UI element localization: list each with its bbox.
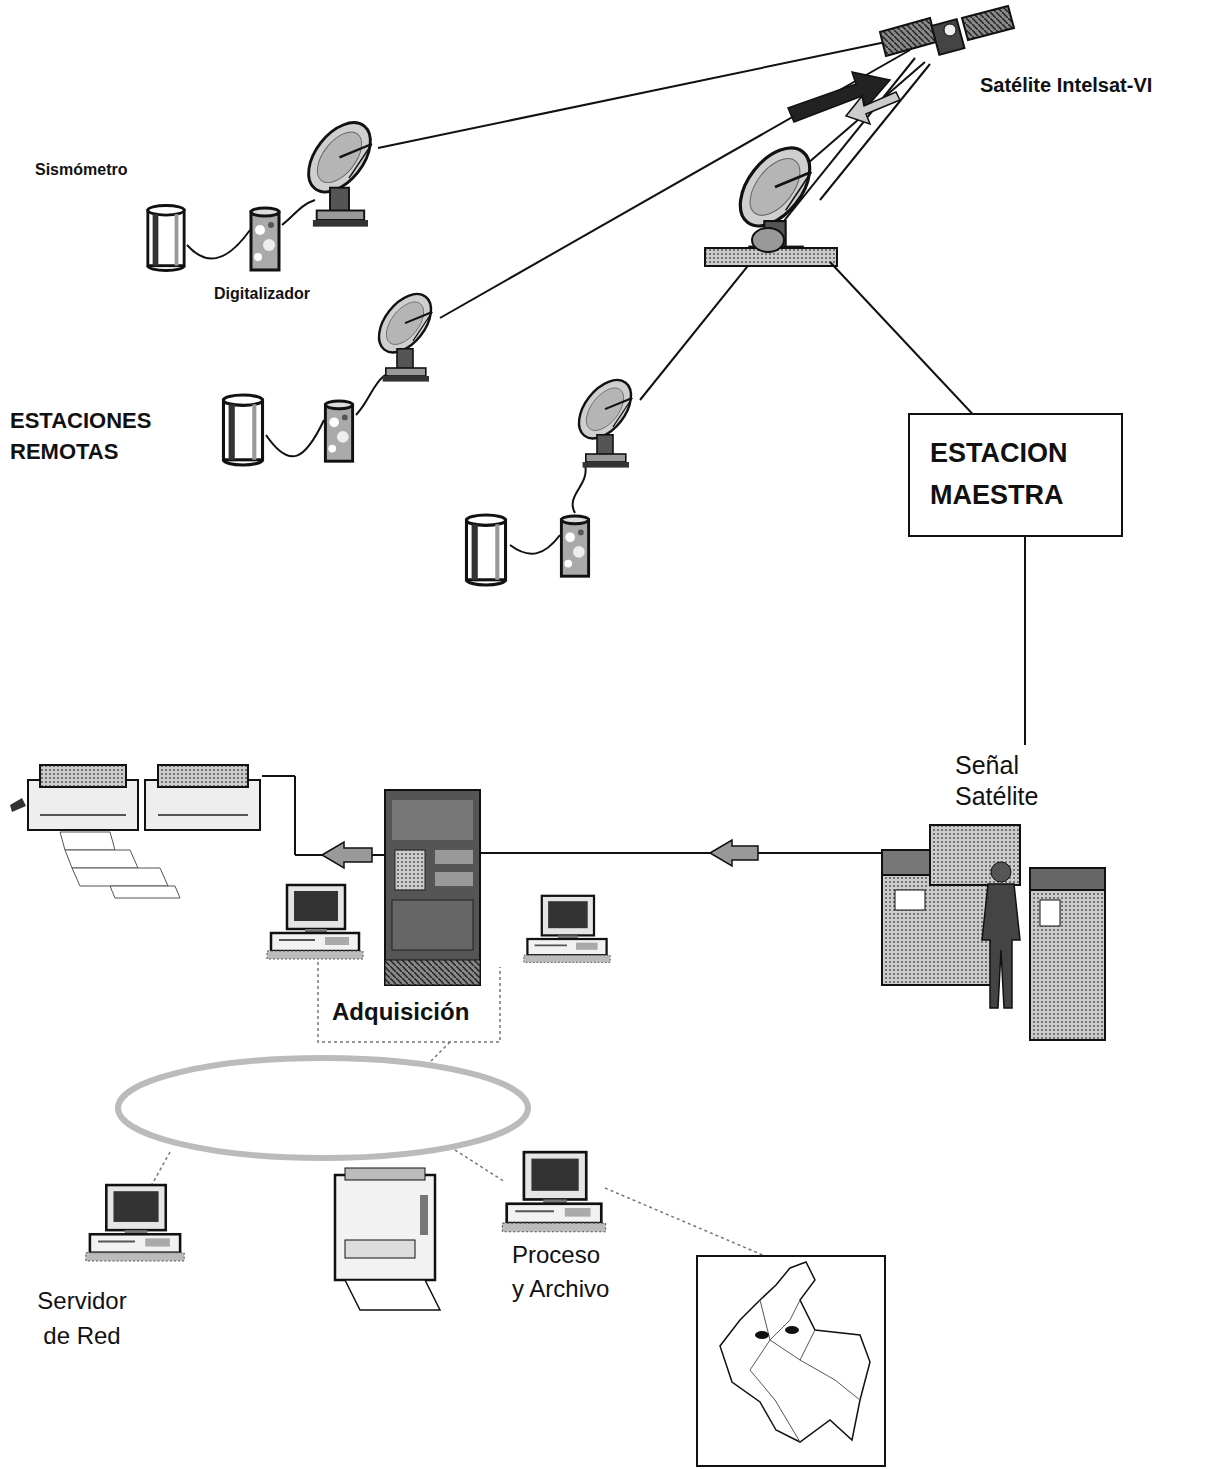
text-label: Digitalizador — [214, 284, 310, 305]
server-tower — [385, 790, 480, 985]
station-box: ESTACION MAESTRA — [908, 413, 1123, 537]
workstation — [86, 1185, 184, 1261]
remote-station — [148, 111, 383, 270]
remote-station — [466, 370, 641, 585]
line-printer — [10, 765, 260, 898]
workstation — [502, 1152, 605, 1232]
text-label: Adquisición — [332, 996, 469, 1027]
satellite-link — [378, 38, 930, 400]
map-figure — [697, 1256, 885, 1466]
text-label: Señal Satélite — [955, 750, 1065, 813]
network-ring — [118, 1058, 528, 1158]
box-text: ESTACION MAESTRA — [930, 433, 1101, 517]
text-label: ESTACIONES REMOTAS — [10, 406, 180, 468]
data-line — [262, 776, 882, 868]
text-label: Sismómetro — [35, 160, 127, 181]
workstation — [524, 896, 610, 963]
workstation — [267, 885, 363, 959]
uplink-arrow — [788, 72, 900, 124]
laser-printer — [335, 1168, 440, 1310]
dotted-link — [150, 962, 765, 1256]
text-label: Proceso y Archivo — [512, 1238, 616, 1305]
receiver-equipment — [882, 825, 1105, 1040]
master-antenna — [705, 135, 837, 266]
satellite-figure — [880, 6, 1014, 56]
remote-station — [223, 284, 441, 465]
text-label: Satélite Intelsat-VI — [980, 72, 1152, 98]
text-label: Servidor de Red — [22, 1284, 142, 1354]
